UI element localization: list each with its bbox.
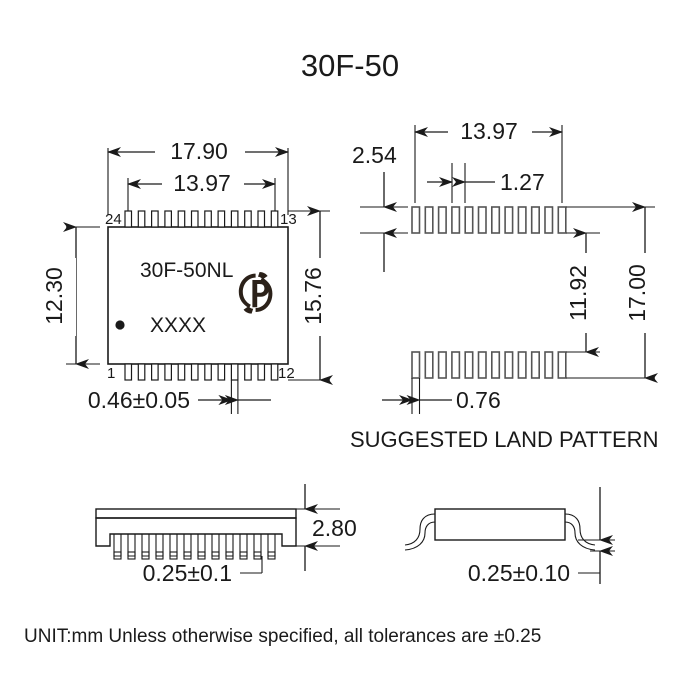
side-view-body [95, 517, 297, 547]
date-code-marking-text: XXXX [150, 314, 206, 337]
dimension-label-12-30: 12.30 [41, 267, 67, 325]
top-pin-row [124, 210, 279, 228]
dimension-overall-span: 17.00 [566, 202, 658, 383]
pin-number-1: 1 [107, 365, 115, 382]
dimension-end-standoff: 0.25±0.10 [468, 487, 615, 586]
dimension-label-13-97-top: 13.97 [173, 170, 231, 196]
pulse-logo [238, 272, 273, 314]
dimension-label-0-46: 0.46±0.05 [88, 387, 190, 413]
dimension-label-0-25-side: 0.25±0.1 [143, 560, 232, 586]
dimension-pad-pitch: 1.27 [427, 163, 545, 203]
end-view-lead-left [404, 513, 436, 546]
top-view: 24 13 1 12 30F-50NL XXXX 17.90 [41, 138, 334, 414]
dimension-body-height: 12.30 [41, 222, 100, 369]
land-pattern-top-pad-row [411, 206, 567, 234]
pin-number-13: 13 [280, 211, 297, 228]
dimension-label-17-90: 17.90 [170, 138, 228, 164]
part-marking-text: 30F-50NL [140, 259, 233, 282]
bottom-pin-row [124, 363, 279, 381]
end-view-body [434, 508, 566, 541]
dimension-overall-height: 15.76 [288, 206, 334, 385]
pin1-indicator-dot [115, 320, 125, 330]
pin-number-12: 12 [278, 365, 295, 382]
land-pattern-view: 13.97 1.27 2.54 11.92 [350, 118, 658, 452]
dimension-label-13-97-land: 13.97 [460, 118, 518, 144]
dimension-lead-width: 0.46±0.05 [88, 380, 271, 414]
end-view-lead-right [564, 513, 596, 546]
dimension-label-0-25-end: 0.25±0.10 [468, 560, 570, 586]
dimension-body-thickness: 2.80 [296, 484, 357, 571]
drawing-title: 30F-50 [301, 48, 399, 83]
footer-note: UNIT:mm Unless otherwise specified, all … [24, 626, 541, 647]
land-pattern-caption: SUGGESTED LAND PATTERN [350, 427, 658, 452]
dimension-pad-width: 0.76 [382, 378, 501, 414]
dimension-label-2-80: 2.80 [312, 515, 357, 541]
dimension-label-1-27: 1.27 [500, 169, 545, 195]
dimension-label-15-76: 15.76 [300, 267, 326, 325]
dimension-lead-span-width: 13.97 [127, 170, 276, 211]
dimension-side-standoff: 0.25±0.1 [143, 556, 263, 586]
side-view: 2.80 0.25±0.1 [95, 484, 357, 586]
end-view: 0.25±0.10 [404, 487, 615, 586]
side-view-lead-row [113, 533, 276, 560]
dimension-pad-row-span: 13.97 [414, 118, 563, 203]
pin-number-24: 24 [105, 211, 122, 228]
dimension-pad-length: 2.54 [352, 142, 408, 272]
dimension-overall-width: 17.90 [107, 138, 289, 215]
dimension-label-2-54: 2.54 [352, 142, 397, 168]
dimension-inner-gap: 11.92 [565, 228, 600, 357]
dimension-label-0-76: 0.76 [456, 387, 501, 413]
dimension-label-17-00: 17.00 [624, 264, 650, 322]
land-pattern-bottom-pad-row [411, 351, 567, 379]
dimension-label-11-92: 11.92 [565, 265, 591, 321]
